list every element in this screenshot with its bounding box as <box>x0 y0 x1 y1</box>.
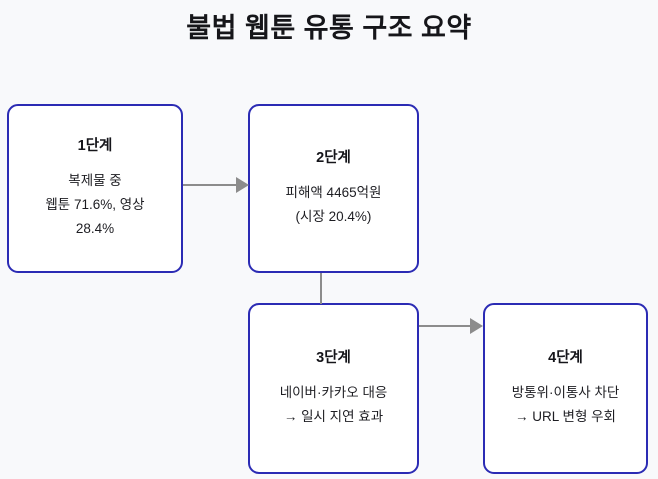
flow-node-step-2-line-2: (시장 20.4%) <box>295 208 372 224</box>
connector-step-3-to-step-4 <box>419 325 471 327</box>
flow-node-step-1[interactable]: 1단계 복제물 중 웹툰 71.6%, 영상 28.4% <box>7 104 183 273</box>
flow-node-step-2-line-1: 피해액 4465억원 <box>285 184 382 200</box>
flow-node-step-3[interactable]: 3단계 네이버·카카오 대응 → 일시 지연 효과 <box>248 303 419 474</box>
flow-node-step-3-line-2: → 일시 지연 효과 <box>283 408 384 424</box>
flow-node-step-4-line-2: → URL 변형 우회 <box>515 408 616 424</box>
flow-node-step-3-line-1: 네이버·카카오 대응 <box>279 384 388 400</box>
page-title: 불법 웹툰 유통 구조 요약 <box>186 13 472 43</box>
flow-node-step-3-body: 네이버·카카오 대응 → 일시 지연 효과 <box>280 381 388 429</box>
flow-node-step-3-title: 3단계 <box>316 349 351 366</box>
flow-node-step-4-title: 4단계 <box>548 349 583 366</box>
flow-node-step-1-body: 복제물 중 웹툰 71.6%, 영상 28.4% <box>45 169 144 241</box>
flow-node-step-1-title: 1단계 <box>77 137 113 154</box>
flow-node-step-2[interactable]: 2단계 피해액 4465억원 (시장 20.4%) <box>248 104 419 273</box>
flow-node-step-2-body: 피해액 4465억원 (시장 20.4%) <box>286 181 382 229</box>
flow-node-step-2-title: 2단계 <box>316 149 351 166</box>
flow-node-step-1-line-2: 웹툰 71.6%, 영상 <box>45 196 145 212</box>
flow-node-step-4-body: 방통위·이통사 차단 → URL 변형 우회 <box>512 381 620 429</box>
flow-node-step-1-line-1: 복제물 중 <box>68 172 122 188</box>
connector-step-2-to-step-3 <box>320 273 322 304</box>
connector-step-1-to-step-2 <box>183 184 237 186</box>
flow-node-step-1-line-3: 28.4% <box>75 220 115 236</box>
flow-node-step-4[interactable]: 4단계 방통위·이통사 차단 → URL 변형 우회 <box>483 303 648 474</box>
flow-node-step-4-line-1: 방통위·이통사 차단 <box>511 384 620 400</box>
arrow-right-icon-step-1-to-step-2 <box>236 177 249 193</box>
arrow-right-icon-step-3-to-step-4 <box>470 318 483 334</box>
